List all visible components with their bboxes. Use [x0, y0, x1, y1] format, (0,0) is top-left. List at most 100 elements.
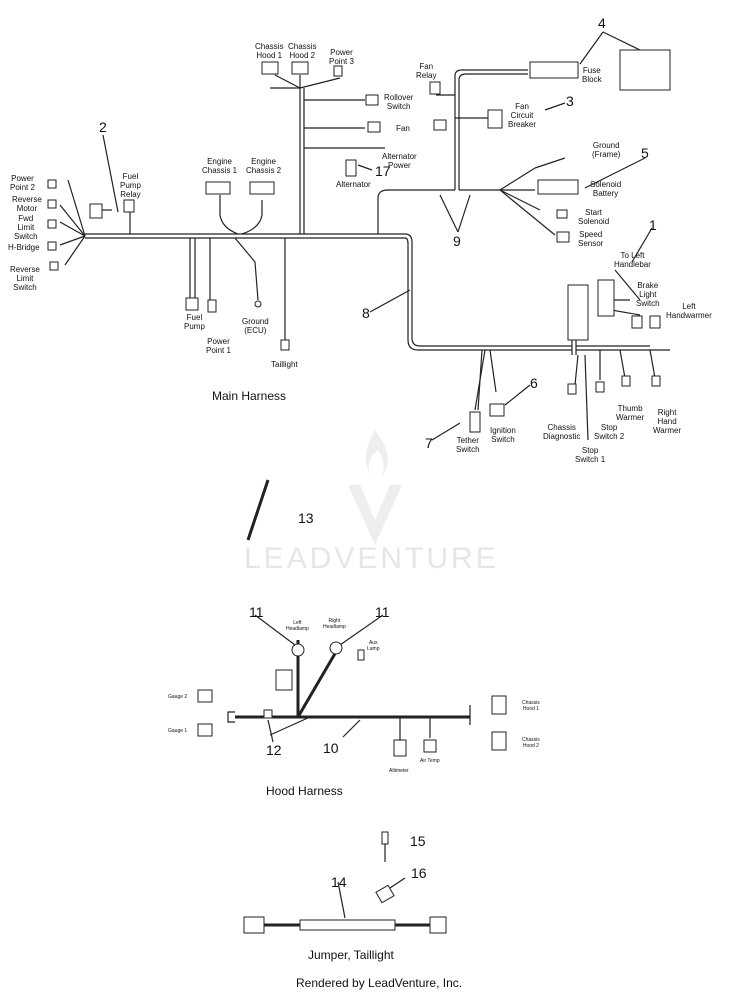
label-engine-chassis2: Engine Chassis 2 [246, 157, 282, 175]
watermark-text: LEADVENTURE [244, 542, 499, 575]
label-chassis-diagnostic: Chassis Diagnostic [543, 423, 581, 441]
callout-5: 5 [641, 145, 649, 161]
label-air-temp: Air Temp [420, 758, 440, 764]
label-alternator-power: Alternator Power [382, 152, 417, 170]
callout-14: 14 [331, 874, 347, 890]
label-fan-relay: Fan Relay [416, 62, 437, 80]
fuel-pump-connector [185, 297, 199, 311]
label-speed-sensor: Speed Sensor [578, 230, 604, 248]
label-ground-frame: Ground (Frame) [592, 141, 621, 159]
left-handwarmer-connector [649, 315, 661, 329]
label-rollover-switch: Rollover Switch [384, 93, 414, 111]
main-harness-trunk [85, 233, 572, 347]
jumper-taillight-title: Jumper, Taillight [308, 948, 394, 962]
label-tether-switch: Tether Switch [456, 436, 480, 454]
power-point1-connector [207, 299, 217, 313]
callout-9: 9 [453, 233, 461, 249]
solenoid-battery-connector [537, 179, 579, 195]
fuse-block-assembly [619, 49, 671, 91]
fan-circuit-breaker [487, 109, 503, 129]
label-reverse-limit-switch: Reverse Limit Switch [10, 265, 40, 292]
engine-chassis2-connector [249, 181, 275, 195]
label-left-handwarmer: Left Handwarmer [666, 302, 712, 320]
callout-12: 12 [266, 742, 282, 758]
jumper-left-connector [243, 916, 265, 934]
fuel-pump-relay-connector [89, 203, 103, 219]
label-thumb-warmer: Thumb Warmer [616, 404, 645, 422]
label-brake-light-switch: Brake Light Switch [636, 281, 660, 308]
callout-6: 6 [530, 375, 538, 391]
label-reverse-motor: Reverse Motor [12, 195, 42, 213]
hood-chassis-hood2-connector [491, 731, 507, 751]
label-to-left-handlebar: To Left Handlebar [614, 251, 651, 269]
start-solenoid-connector [556, 209, 568, 219]
label-power-point2: Power Point 2 [10, 174, 35, 192]
label-power-point3: Power Point 3 [329, 48, 354, 66]
callout-13: 13 [298, 510, 314, 526]
altimeter-connector [393, 739, 407, 757]
jumper-right-connector [429, 916, 447, 934]
ground-ecu-terminal [254, 300, 262, 308]
label-altimeter: Altimeter [389, 768, 409, 774]
gauge1-connector [197, 723, 213, 737]
handlebar-block [567, 284, 589, 341]
main-harness-title: Main Harness [212, 389, 287, 403]
label-ground-ecu: Ground (ECU) [242, 317, 269, 335]
label-gauge1: Gauge 1 [168, 728, 188, 734]
label-chassis-hood2: Chassis Hood 2 [288, 42, 317, 60]
taillight-bulb [381, 831, 389, 845]
footer-credit: Rendered by LeadVenture, Inc. [296, 976, 463, 990]
label-h-bridge: H-Bridge [8, 243, 40, 252]
callout-2: 2 [99, 119, 107, 135]
aux-lamp-connector [357, 649, 365, 661]
label-chassis-hood1: Chassis Hood 1 [255, 42, 284, 60]
callout-3: 3 [566, 93, 574, 109]
label-stop-switch2: Stop Switch 2 [594, 423, 625, 441]
label-fuse-block: Fuse Block [582, 66, 602, 84]
callout-1: 1 [649, 217, 657, 233]
label-fuel-pump-relay: Fuel Pump Relay [120, 172, 141, 199]
label-right-hand-warmer: Right Hand Warmer [653, 408, 682, 435]
air-temp-connector [423, 739, 437, 753]
label-power-point1: Power Point 1 [206, 337, 231, 355]
label-left-headlamp: Left Headlamp [286, 620, 309, 632]
ignition-switch-connector [489, 403, 505, 417]
brake-light-switch-connector [631, 315, 643, 329]
power-point3-connector [333, 65, 343, 77]
callout-17: 17 [375, 163, 391, 179]
label-stop-switch1: Stop Switch 1 [575, 446, 606, 464]
fan-connector [367, 121, 381, 133]
fuse-block [529, 61, 579, 79]
tether-switch-connector [469, 411, 481, 433]
chassis-hood1-connector [261, 61, 279, 75]
fan-relay-connector [429, 81, 441, 95]
callout-10: 10 [323, 740, 339, 756]
label-ignition-switch: Ignition Switch [490, 426, 516, 444]
callout-15: 15 [410, 833, 426, 849]
speed-sensor-connector [556, 231, 570, 243]
label-right-headlamp: Right Headlamp [323, 618, 346, 630]
hood-harness-title: Hood Harness [266, 784, 343, 798]
hood-chassis-hood1-connector [491, 695, 507, 715]
callout-4: 4 [598, 15, 606, 31]
left-headlamp-connector [291, 643, 305, 657]
taillight-connector [280, 339, 290, 351]
label-fan-circuit-breaker: Fan Circuit Breaker [508, 102, 537, 129]
gauge2-connector [197, 689, 213, 703]
callout-8: 8 [362, 305, 370, 321]
right-headlamp-connector [329, 641, 343, 655]
label-alternator: Alternator [336, 180, 371, 189]
label-fan: Fan [396, 124, 410, 133]
label-gauge2: Gauge 2 [168, 694, 188, 700]
label-solenoid-battery: Solenoid Battery [590, 180, 622, 198]
callout-7: 7 [425, 435, 433, 451]
rollover-switch-connector [365, 94, 379, 106]
label-hood-chassis-hood1: Chassis Hood 1 [522, 700, 540, 712]
label-start-solenoid: Start Solenoid [578, 208, 610, 226]
label-fuel-pump: Fuel Pump [184, 313, 205, 331]
watermark-logo [348, 430, 402, 545]
callout-11b: 11 [375, 604, 390, 620]
label-fwd-limit-switch: Fwd Limit Switch [14, 214, 38, 241]
callout-16: 16 [411, 865, 427, 881]
